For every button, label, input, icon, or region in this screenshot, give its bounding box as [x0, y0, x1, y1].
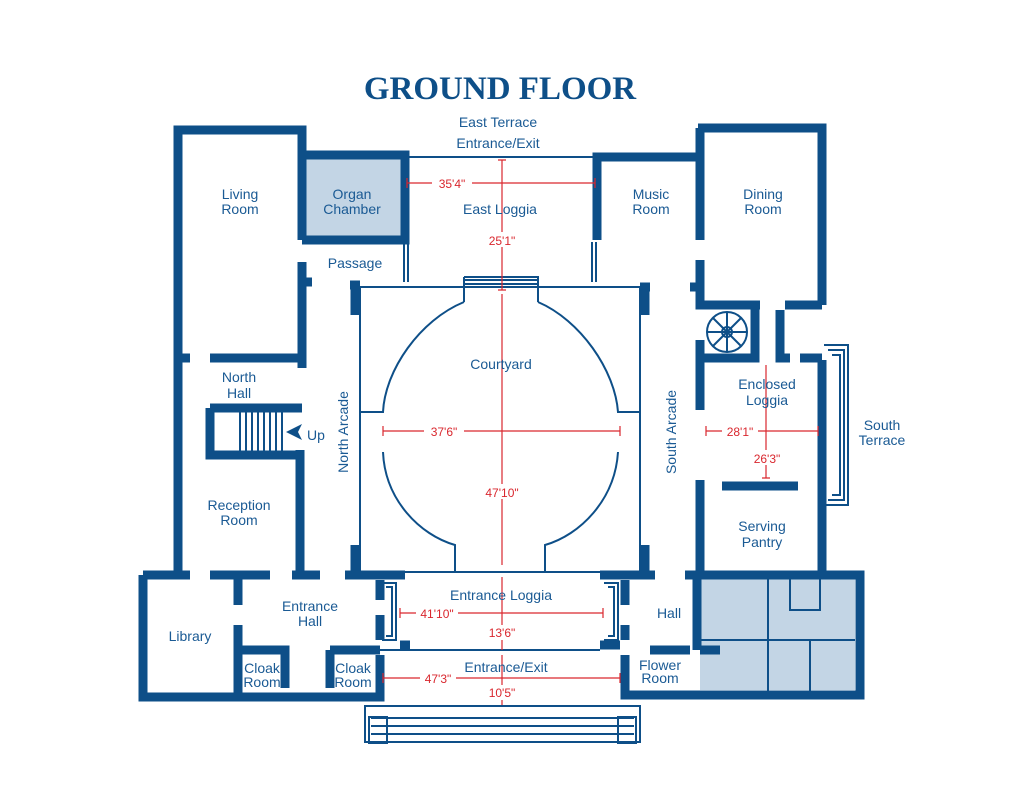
label-line: Loggia	[746, 392, 788, 408]
label-south-arcade: South Arcade	[663, 390, 679, 474]
label-reception-room: Reception	[207, 497, 270, 513]
label-south-terrace: South	[864, 417, 901, 433]
dim-entrance-exit-depth: 10'5"	[489, 686, 516, 700]
label-entrance-loggia: Entrance Loggia	[450, 587, 552, 603]
label-line: Room	[220, 512, 257, 528]
label-line: Hall	[298, 613, 322, 629]
label-east-entrance: Entrance/Exit	[456, 135, 539, 151]
dim-courtyard-width: 37'6"	[431, 425, 458, 439]
label-library: Library	[169, 628, 212, 644]
dim-entrance-exit-width: 47'3"	[425, 672, 452, 686]
label-line: Terrace	[859, 432, 906, 448]
label-entrance-hall: Entrance	[282, 598, 338, 614]
dimension-lines	[382, 159, 819, 705]
label-serving-pantry: Serving	[738, 518, 785, 534]
service-area-fill	[700, 579, 855, 690]
label-east-terrace: East Terrace	[459, 114, 538, 130]
label-flower-room: Flower	[639, 657, 681, 673]
dim-east-loggia-width: 35'4"	[439, 177, 466, 191]
spiral-stair-icon	[706, 311, 748, 353]
organ-chamber-fill	[306, 158, 401, 236]
dim-east-loggia-depth: 25'1"	[489, 234, 516, 248]
label-line: Room	[221, 201, 258, 217]
label-enclosed-loggia: Enclosed	[738, 376, 796, 392]
dim-enclosed-depth: 26'3"	[754, 452, 781, 466]
label-living: Living	[222, 186, 259, 202]
label-north-hall: North	[222, 369, 256, 385]
dim-enclosed-width: 28'1"	[727, 425, 754, 439]
label-line: Room	[641, 670, 678, 686]
label-line: Room	[744, 201, 781, 217]
label-line: Room	[243, 674, 280, 690]
label-east-loggia: East Loggia	[463, 201, 537, 217]
label-courtyard: Courtyard	[470, 356, 531, 372]
room-labels: East Terrace Entrance/Exit Living Room O…	[169, 114, 906, 690]
up-arrow-icon	[286, 424, 302, 440]
label-organ-chamber: Organ	[333, 186, 372, 202]
walls	[138, 123, 865, 744]
label-entrance-exit: Entrance/Exit	[464, 659, 547, 675]
label-music-room: Music	[633, 186, 670, 202]
label-hall: Hall	[657, 605, 681, 621]
label-line: Pantry	[742, 534, 782, 550]
label-cloak-room-2: Cloak	[335, 660, 372, 676]
dim-entrance-loggia-depth: 13'6"	[489, 626, 516, 640]
label-line: Chamber	[323, 201, 381, 217]
page-title: GROUND FLOOR	[364, 71, 637, 107]
dim-courtyard-depth: 47'10"	[485, 486, 518, 500]
label-dining-room: Dining	[743, 186, 783, 202]
dimension-labels: 35'4" 25'1" 37'6" 47'10" 28'1" 26'3" 41'…	[416, 175, 784, 700]
label-up: Up	[307, 427, 325, 443]
dim-entrance-loggia-width: 41'10"	[420, 607, 453, 621]
label-passage: Passage	[328, 255, 383, 271]
label-north-arcade: North Arcade	[335, 391, 351, 473]
label-line: Hall	[227, 385, 251, 401]
label-line: Room	[334, 674, 371, 690]
label-cloak-room-1: Cloak	[244, 660, 281, 676]
label-line: Room	[632, 201, 669, 217]
